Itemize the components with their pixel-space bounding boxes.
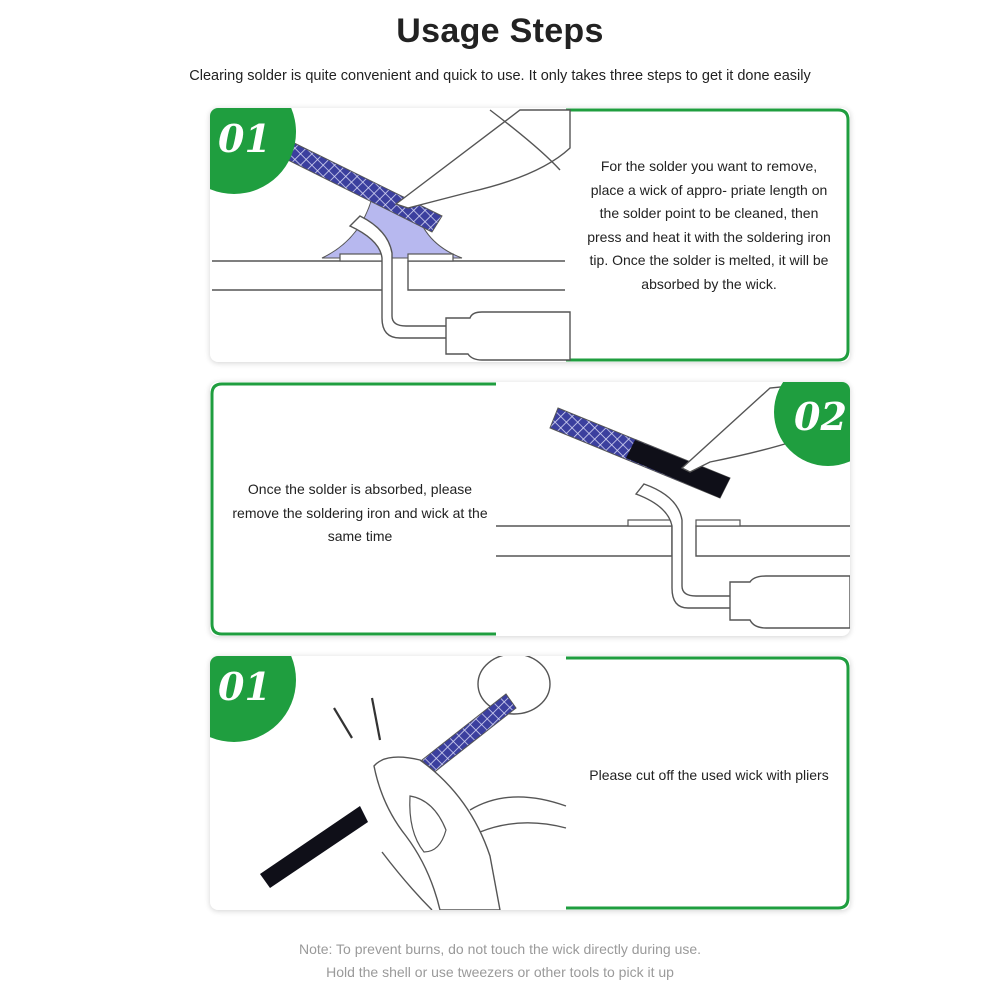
step-card-1: 01 For the solder you want to remove, pl… bbox=[210, 108, 850, 362]
page-subtitle: Clearing solder is quite convenient and … bbox=[189, 68, 811, 84]
step-badge-1 bbox=[210, 108, 296, 194]
step-2-description: Once the solder is absorbed, please remo… bbox=[232, 481, 488, 544]
step-badge-2 bbox=[774, 382, 850, 466]
step-badge-3 bbox=[210, 656, 296, 742]
step-number-3: 01 bbox=[218, 664, 271, 709]
step-1-illustration: 01 bbox=[210, 108, 850, 362]
step-1-description: For the solder you want to remove, place… bbox=[587, 158, 831, 292]
safety-note-line-1: Note: To prevent burns, do not touch the… bbox=[298, 941, 702, 957]
card-accent-border bbox=[566, 108, 850, 362]
soldering-iron-tip bbox=[394, 109, 571, 209]
step-3-illustration: 01 bbox=[210, 656, 850, 910]
cut-wick-piece bbox=[260, 806, 368, 888]
step-card-3: 01 Please cut off the used wick with pli… bbox=[210, 656, 850, 910]
step-number-2: 02 bbox=[794, 394, 847, 439]
card-accent-border bbox=[210, 382, 496, 636]
safety-note-line-2: Hold the shell or use tweezers or other … bbox=[326, 964, 674, 980]
step-3-description: Please cut off the used wick with pliers bbox=[589, 767, 829, 783]
step-2-illustration: 02 bbox=[210, 382, 850, 636]
page-title: Usage Steps bbox=[396, 12, 604, 50]
solder-wick bbox=[271, 135, 443, 233]
solder-wick bbox=[421, 693, 517, 775]
card-accent-border bbox=[566, 656, 850, 910]
step-card-2: 02 Once the solder is absorbed, please r… bbox=[210, 382, 850, 636]
step-number-1: 01 bbox=[218, 116, 271, 161]
